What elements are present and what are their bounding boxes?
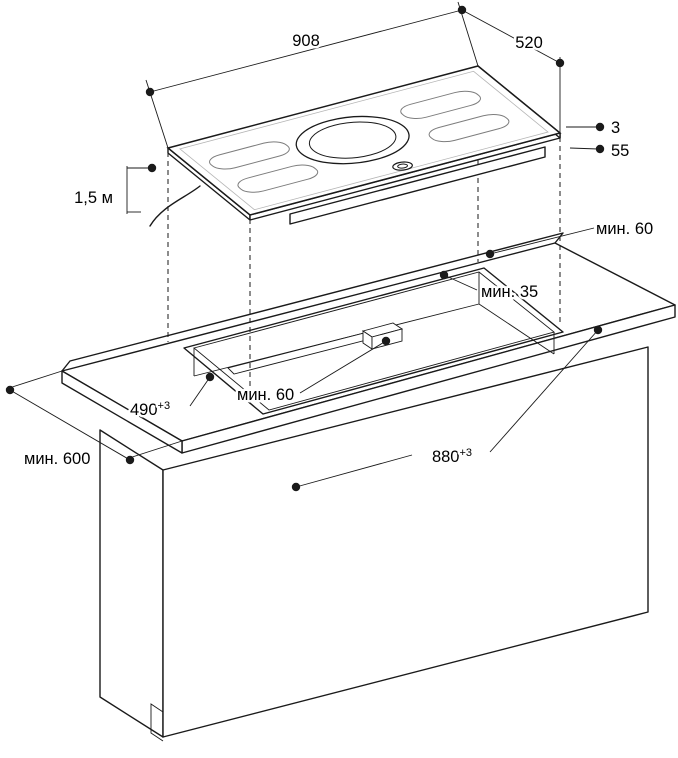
control-knob [390,160,416,171]
dim-rear-wall-clearance: мин. 60 [485,218,656,259]
dim-under-hob-clearance: мин. 60 [235,336,391,407]
dim-cutout-depth: 490+3 [128,372,215,422]
leader-line [299,340,387,394]
dim-value: 490 [130,401,158,419]
leader-line [489,329,599,453]
dim-dot [291,482,301,492]
dim-line [9,389,131,461]
hob [149,65,561,227]
dim-cutout-rear-clearance: мин. 35 [439,270,541,304]
dim-dot [485,249,495,259]
dim-label-cable-length: 1,5 м [74,189,113,207]
dim-label-rear-wall-clearance: мин. 60 [596,220,653,238]
leader-line [189,376,211,407]
power-cable [149,185,201,227]
dim-tolerance: +3 [158,400,171,412]
cutout-floor-right [478,303,555,355]
dim-dot [593,325,603,335]
cooking-zone-left-rear [204,139,295,172]
ext-line [5,370,63,390]
leader-line [569,147,599,150]
rear-wall-strip [61,232,564,372]
dim-label-hob-depth: 520 [515,34,543,52]
wok-ring-outer [278,107,428,173]
cabinet-front [162,346,649,738]
dim-dot [595,144,605,154]
dim-dot [147,163,157,173]
dimensions: 908 520 3 55 1,5 м [5,1,656,492]
dim-dot [595,122,605,132]
dim-dot [381,336,391,346]
dim-cutout-width: 880+3 [291,325,603,492]
cooking-zone-right-front [424,112,515,145]
leader-line [445,275,478,291]
dim-dot [439,270,449,280]
hob-glass-surface [168,66,560,215]
wok-ring-inner [295,115,410,165]
dim-label-under-hob-clearance: мин. 60 [237,386,294,404]
cooking-zone-right-rear [395,89,486,122]
worktop-cutout [183,267,564,415]
dim-label-cutout-depth: 490+3 [130,400,170,419]
dim-label-glass-thickness: 3 [611,119,620,137]
control-knob-center [396,163,409,169]
dim-label-body-height: 55 [611,142,629,160]
dim-value: 880 [432,448,460,466]
leader-line [295,454,413,488]
dim-tolerance: +3 [459,447,472,459]
dim-cable-length: 1,5 м [72,163,157,214]
junction-box [361,322,404,350]
dim-line [149,9,463,93]
dim-dot [205,372,215,382]
dim-worktop-depth: мин. 600 [5,370,183,471]
dim-dot [145,87,155,97]
worktop-left-edge [61,370,183,454]
dim-hob-width: 908 [145,1,479,149]
dim-label-cutout-width: 880+3 [432,447,472,466]
dim-line [461,9,561,64]
dim-dot [5,385,15,395]
dim-thickness: 3 55 [566,117,632,163]
cooking-zone-left-front [232,162,323,195]
leader-line [489,227,595,255]
dim-dot [555,58,565,68]
hob-glass-top [168,66,560,215]
toe-kick [150,703,164,742]
dim-hob-depth: 520 [461,9,565,133]
hob-chassis [289,146,546,225]
ext-line [125,440,183,460]
cabinet-left-side [99,429,164,738]
dim-label-worktop-depth: мин. 600 [24,450,90,468]
dim-label-cutout-rear-clearance: мин. 35 [481,283,538,301]
dim-label-hob-width: 908 [292,32,320,50]
dim-dot [125,455,135,465]
